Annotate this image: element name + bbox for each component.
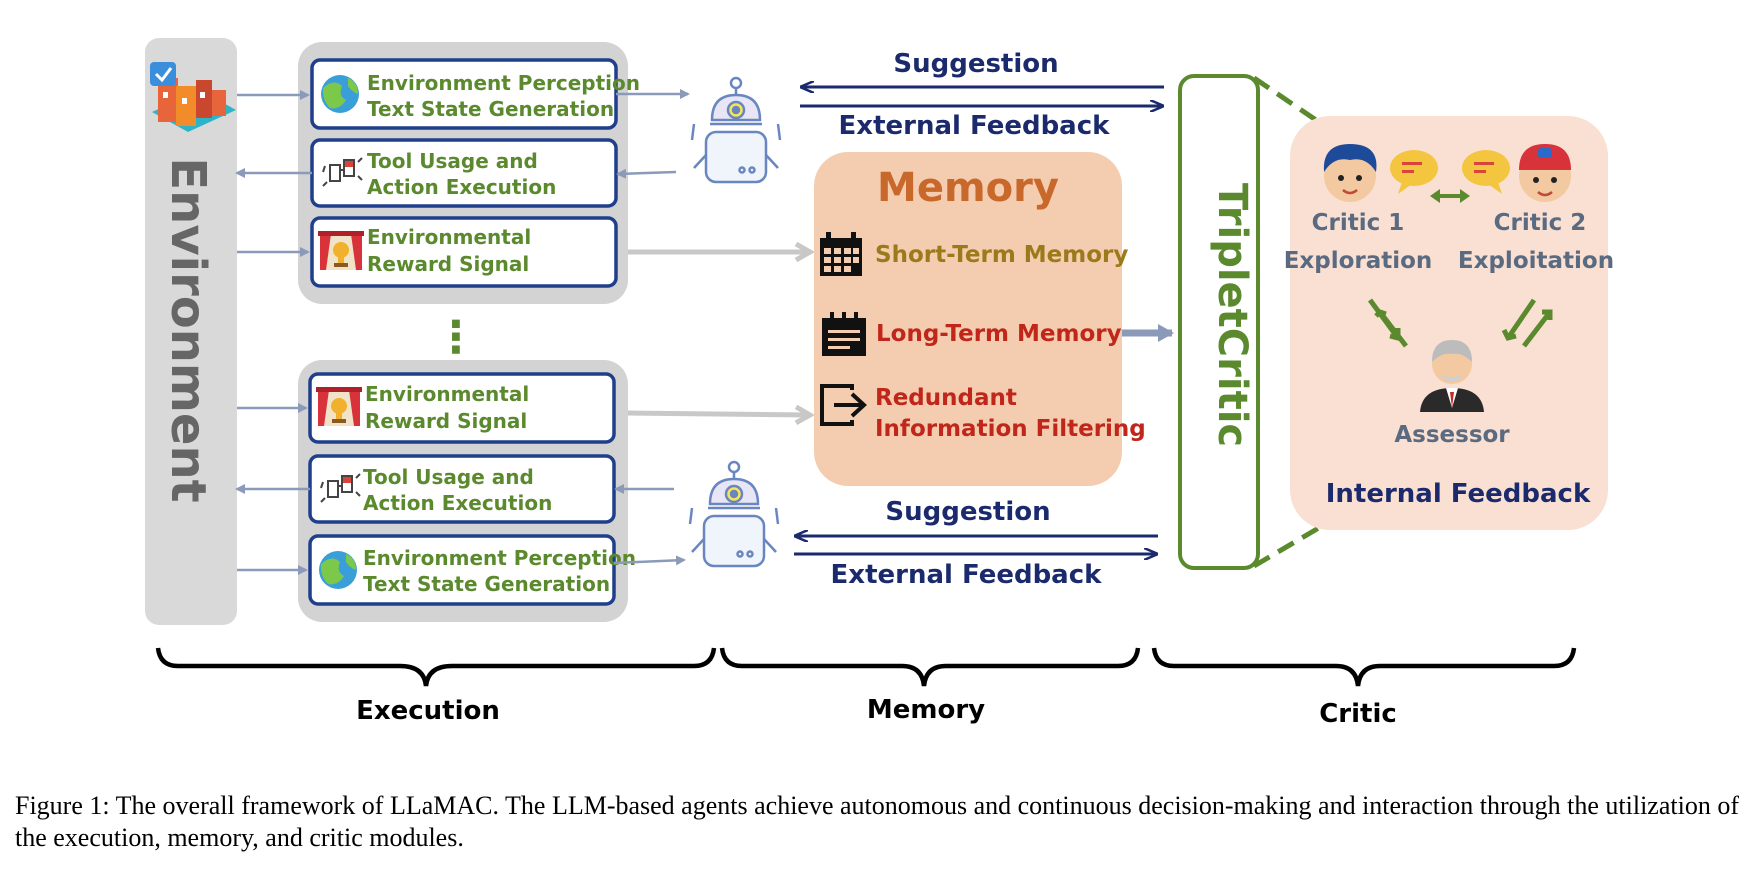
- critic1-avatar-icon: [1323, 144, 1377, 202]
- environment-panel: [145, 38, 237, 625]
- brace-execution: [155, 647, 717, 687]
- brace-memory: [719, 647, 1141, 687]
- trophy-stage-icon: [316, 387, 362, 426]
- assessor-avatar-icon: [1420, 340, 1484, 412]
- exec-box-perception-bottom: Environment Perception Text State Genera…: [308, 534, 636, 606]
- suggestion-label-top: Suggestion: [893, 49, 1058, 79]
- exit-filter-icon: [820, 384, 867, 426]
- exec-box-line1: Tool Usage and: [363, 465, 534, 489]
- exec-box-line2: Action Execution: [367, 175, 556, 199]
- module-label-memory: Memory: [867, 695, 985, 725]
- robot-agent-icon: [690, 76, 782, 184]
- trophy-stage-icon: [318, 231, 364, 270]
- internal-feedback-label: Internal Feedback: [1326, 479, 1591, 509]
- arrow-agent-to-action: [616, 168, 677, 179]
- assessor-label: Assessor: [1394, 422, 1510, 448]
- critic1-name: Critic 1: [1312, 210, 1405, 236]
- exec-box-reward-top: Environmental Reward Signal: [310, 216, 618, 288]
- exec-box-tool-top: Tool Usage and Action Execution: [310, 138, 618, 208]
- connector-dashed-top: [1252, 75, 1318, 123]
- long-term-memory-label: Long-Term Memory: [876, 321, 1122, 347]
- exec-box-line2: Reward Signal: [365, 409, 527, 433]
- arrow-to-redundant-filter: [627, 413, 810, 415]
- handshake-accent: [343, 477, 351, 483]
- connector-dashed-bottom: [1252, 523, 1324, 569]
- exec-box-tool-bottom: Tool Usage and Action Execution: [308, 454, 616, 524]
- ellipsis: ⋮: [434, 312, 478, 363]
- brace-critic: [1151, 647, 1577, 687]
- handshake-accent: [345, 161, 353, 167]
- bidirectional-arrow-icon: [1430, 189, 1470, 203]
- notepad-icon: [822, 312, 866, 356]
- exec-box-line2: Text State Generation: [363, 572, 610, 596]
- globe-icon: [321, 75, 359, 113]
- memory-panel: [814, 152, 1122, 486]
- critic2-name: Critic 2: [1494, 210, 1587, 236]
- exchange-arrows-icon: [1367, 298, 1408, 348]
- robot-agent-icon: [688, 460, 780, 568]
- critic2-avatar-icon: [1519, 144, 1571, 202]
- exec-box-perception-top: Environment Perception Text State Genera…: [310, 58, 640, 130]
- exec-box-line1: Environment Perception: [363, 546, 636, 570]
- critic1-role: Exploration: [1284, 248, 1433, 274]
- feedback-label-top: External Feedback: [839, 111, 1111, 141]
- globe-icon: [319, 551, 357, 589]
- exec-box-line2: Text State Generation: [367, 97, 614, 121]
- module-label-critic: Critic: [1319, 699, 1397, 729]
- short-term-memory-label: Short-Term Memory: [875, 242, 1128, 268]
- exec-box-line2: Reward Signal: [367, 252, 529, 276]
- redundant-line2: Information Filtering: [875, 416, 1146, 442]
- triplet-critic-panel: [1178, 74, 1260, 570]
- speech-bubble-icon: [1462, 150, 1510, 194]
- figure-caption: Figure 1: The overall framework of LLaMA…: [15, 791, 1739, 852]
- suggestion-label-bottom: Suggestion: [885, 497, 1050, 527]
- memory-title: Memory: [877, 165, 1059, 211]
- exec-box-reward-bottom: Environmental Reward Signal: [308, 372, 616, 444]
- exchange-arrows-icon: [1501, 298, 1553, 348]
- exec-box-line2: Action Execution: [363, 491, 552, 515]
- exec-box-line1: Tool Usage and: [367, 149, 538, 173]
- calendar-icon: [820, 232, 862, 276]
- speech-bubble-icon: [1390, 150, 1438, 194]
- critic-panel: [1290, 116, 1608, 530]
- environment-arrows: [235, 89, 690, 575]
- handshake-icon: [320, 473, 361, 503]
- critic2-role: Exploitation: [1458, 248, 1614, 274]
- redundant-line1: Redundant: [875, 385, 1017, 411]
- triplet-critic-label: TripletCritic: [1209, 183, 1255, 447]
- feedback-label-bottom: External Feedback: [831, 560, 1103, 590]
- exec-box-line1: Environment Perception: [367, 71, 640, 95]
- exec-box-line1: Environmental: [367, 225, 531, 249]
- arrow-perception-to-agent: [613, 555, 686, 566]
- handshake-icon: [322, 157, 363, 187]
- city-buildings-icon: [150, 62, 236, 132]
- exec-box-line1: Environmental: [365, 382, 529, 406]
- module-label-execution: Execution: [356, 696, 500, 726]
- environment-label: Environment: [160, 157, 216, 502]
